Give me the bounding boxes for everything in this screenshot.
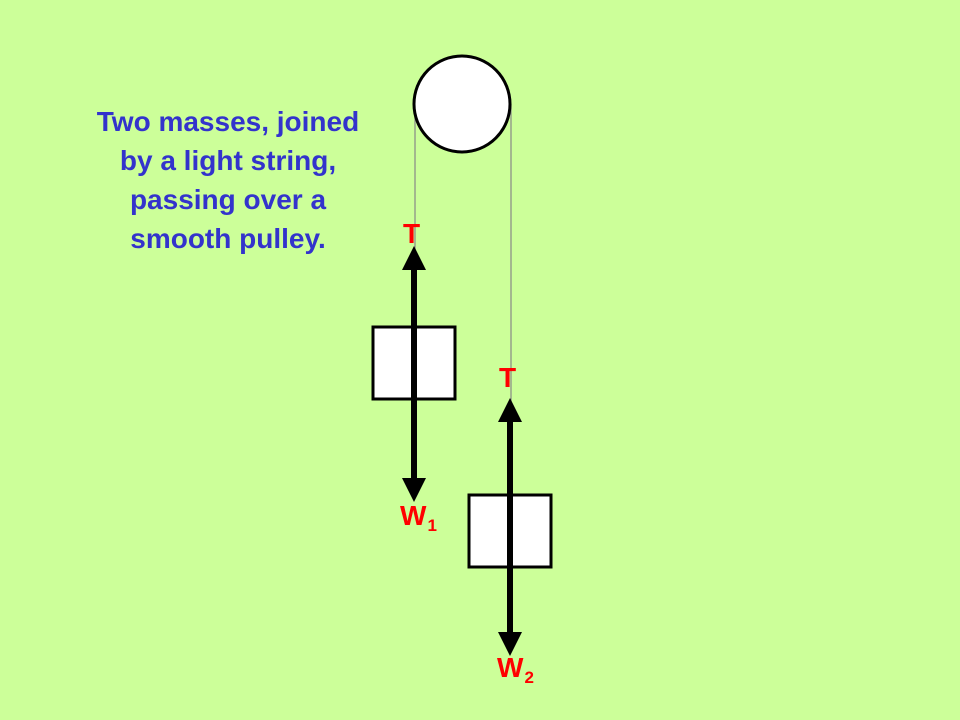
tension-label-1: T [403, 220, 420, 248]
tension-label-2: T [499, 364, 516, 392]
diagram-caption: Two masses, joined by a light string, pa… [96, 106, 360, 254]
weight-label-2-sub: 2 [524, 668, 534, 687]
weight-label-2-main: W [497, 652, 524, 683]
tension-label-1-text: T [403, 218, 421, 249]
tension-label-2-text: T [499, 362, 517, 393]
pulley-wheel [412, 54, 512, 154]
weight-label-2: W2 [497, 652, 534, 687]
weight-label-1-sub: 1 [427, 516, 437, 535]
weight-label-1-main: W [400, 500, 427, 531]
weight-label-1: W1 [400, 500, 437, 535]
